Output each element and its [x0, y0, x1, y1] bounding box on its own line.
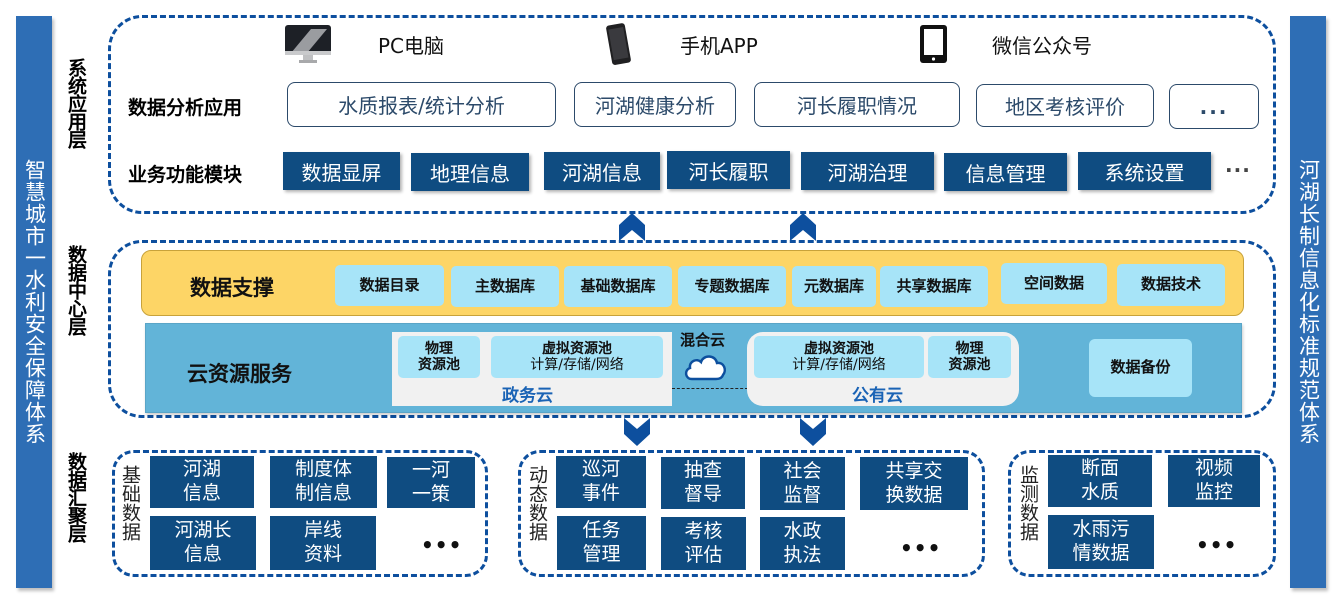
layer-label-aggregation: 数据汇聚层 — [65, 452, 87, 542]
analysis-item-more[interactable]: ... — [1169, 84, 1259, 129]
data-support-base-db[interactable]: 基础数据库 — [564, 266, 672, 307]
module-data-display[interactable]: 数据显屏 — [283, 152, 400, 190]
arrow-down-icon — [798, 418, 828, 450]
module-river-info[interactable]: 河湖信息 — [544, 152, 660, 190]
monitoring-data-frame — [1008, 450, 1276, 577]
dynamic-data-law-enforcement[interactable]: 水政 执法 — [760, 517, 845, 570]
gov-cloud-virtual-pool[interactable]: 虚拟资源池 计算/存储/网络 — [491, 336, 663, 378]
right-side-bar-label: 河湖长制信息化标准规范体系 — [1296, 159, 1321, 445]
dynamic-data-task-management[interactable]: 任务 管理 — [557, 516, 646, 570]
basic-data-institution-info[interactable]: 制度体 制信息 — [270, 456, 377, 508]
device-label-pc: PC电脑 — [378, 34, 445, 58]
dynamic-data-inspection[interactable]: 抽查 督导 — [661, 457, 745, 509]
gov-cloud-virtual-pool-title: 虚拟资源池 — [542, 340, 612, 357]
basic-data-label: 基础数据 — [119, 465, 141, 541]
public-cloud-virtual-pool[interactable]: 虚拟资源池 计算/存储/网络 — [754, 336, 924, 378]
analysis-row-label: 数据分析应用 — [128, 97, 243, 119]
data-support-catalog[interactable]: 数据目录 — [335, 265, 444, 306]
left-side-bar-label: 智慧城市一水利安全保障体系 — [22, 159, 47, 445]
monitor-icon — [285, 25, 333, 65]
data-support-shared-db[interactable]: 共享数据库 — [880, 266, 988, 307]
module-system-settings[interactable]: 系统设置 — [1078, 152, 1211, 190]
analysis-item-water-quality-report[interactable]: 水质报表/统计分析 — [287, 82, 556, 127]
dynamic-data-shared-exchange[interactable]: 共享交 换数据 — [860, 457, 968, 510]
data-support-master-db[interactable]: 主数据库 — [451, 266, 559, 307]
cloud-icon — [682, 352, 728, 386]
monitoring-data-section-water-quality[interactable]: 断面 水质 — [1048, 455, 1152, 507]
basic-data-frame — [112, 450, 488, 577]
layer-label-data-center: 数据中心层 — [65, 245, 87, 335]
left-side-bar: 智慧城市一水利安全保障体系 — [16, 16, 52, 588]
module-info-management[interactable]: 信息管理 — [944, 153, 1067, 191]
monitoring-data-video[interactable]: 视频 监控 — [1168, 455, 1260, 507]
data-support-thematic-db[interactable]: 专题数据库 — [678, 266, 786, 307]
basic-data-more: ••• — [421, 533, 463, 557]
basic-data-chief-info[interactable]: 河湖长 信息 — [150, 516, 256, 570]
data-backup[interactable]: 数据备份 — [1089, 339, 1192, 397]
device-label-app: 手机APP — [680, 34, 758, 58]
gov-cloud-virtual-pool-sub: 计算/存储/网络 — [530, 357, 624, 373]
hybrid-cloud-divider — [672, 388, 748, 389]
arrow-up-icon — [617, 213, 647, 245]
data-support-spatial[interactable]: 空间数据 — [1001, 263, 1107, 304]
device-label-wechat: 微信公众号 — [992, 34, 1092, 58]
cloud-service-title: 云资源服务 — [187, 362, 292, 386]
public-cloud-virtual-pool-title: 虚拟资源池 — [804, 340, 874, 357]
gov-cloud-name: 政务云 — [502, 386, 553, 406]
data-support-technology[interactable]: 数据技术 — [1117, 264, 1225, 306]
data-support-title: 数据支撑 — [190, 276, 274, 300]
basic-data-shoreline[interactable]: 岸线 资料 — [270, 516, 376, 570]
analysis-item-river-health[interactable]: 河湖健康分析 — [574, 82, 736, 127]
dynamic-data-more: ••• — [900, 536, 942, 560]
analysis-item-chief-duty[interactable]: 河长履职情况 — [754, 82, 960, 127]
dynamic-data-assessment[interactable]: 考核 评估 — [661, 517, 746, 570]
arrow-up-icon — [788, 213, 818, 245]
application-layer-frame — [108, 15, 1276, 214]
right-side-bar: 河湖长制信息化标准规范体系 — [1290, 16, 1326, 588]
arrow-down-icon — [622, 418, 652, 450]
data-support-meta-db[interactable]: 元数据库 — [792, 266, 876, 307]
module-row-label: 业务功能模块 — [128, 164, 243, 186]
module-river-governance[interactable]: 河湖治理 — [801, 152, 934, 190]
layer-label-application: 系统应用层 — [65, 58, 87, 148]
hybrid-cloud-label: 混合云 — [680, 331, 726, 349]
smartphone-icon — [604, 22, 634, 67]
basic-data-river-info[interactable]: 河湖 信息 — [150, 456, 254, 508]
module-more: ··· — [1225, 158, 1251, 182]
gov-cloud-physical-pool[interactable]: 物理 资源池 — [398, 336, 480, 378]
analysis-item-regional-assessment[interactable]: 地区考核评价 — [976, 84, 1154, 127]
public-cloud-virtual-pool-sub: 计算/存储/网络 — [792, 357, 886, 373]
dynamic-data-frame — [518, 450, 985, 577]
dynamic-data-label: 动态数据 — [526, 465, 548, 541]
monitoring-data-more: ••• — [1196, 533, 1238, 557]
public-cloud-physical-pool[interactable]: 物理 资源池 — [928, 336, 1011, 378]
public-cloud-name: 公有云 — [852, 386, 903, 406]
monitoring-data-rain-pollution[interactable]: 水雨污 情数据 — [1048, 515, 1154, 569]
data-center-layer-frame — [108, 240, 1276, 418]
dynamic-data-patrol-events[interactable]: 巡河 事件 — [556, 456, 646, 508]
dynamic-data-social-supervision[interactable]: 社会 监督 — [760, 457, 845, 510]
basic-data-one-river-one-policy[interactable]: 一河 一策 — [387, 457, 475, 508]
monitoring-data-label: 监测数据 — [1017, 465, 1039, 541]
tablet-icon — [919, 24, 949, 64]
module-chief-duty[interactable]: 河长履职 — [667, 151, 790, 189]
module-geo-info[interactable]: 地理信息 — [411, 153, 529, 191]
